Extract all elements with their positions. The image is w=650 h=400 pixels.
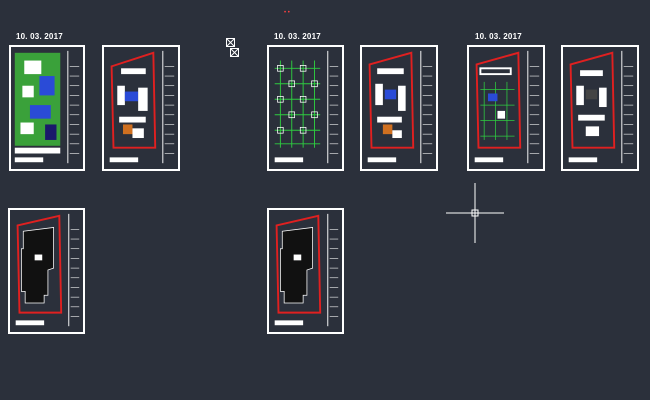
drawing-sheet-first-floor-plan[interactable] xyxy=(360,45,438,171)
drawing-sheet-ground-floor-plan[interactable] xyxy=(102,45,180,171)
crosshair-cursor-icon[interactable] xyxy=(446,183,504,243)
drawing-date-label-set-2: 10. 03. 2017 xyxy=(274,32,321,41)
drawing-date-label-set-1: 10. 03. 2017 xyxy=(16,32,63,41)
drawing-sheet-roof-plan-1[interactable] xyxy=(8,208,85,334)
drawing-date-label-set-3: 10. 03. 2017 xyxy=(475,32,522,41)
drawing-sheet-grid-overlay-plan[interactable] xyxy=(467,45,545,171)
block-insert-icon[interactable] xyxy=(230,48,239,57)
block-insert-icon[interactable] xyxy=(226,38,235,47)
drawing-sheet-structural-grid[interactable] xyxy=(267,45,344,171)
drawing-sheet-upper-floor-plan[interactable] xyxy=(561,45,639,171)
drawing-sheet-roof-plan-2[interactable] xyxy=(267,208,344,334)
drawing-sheet-site-plan[interactable] xyxy=(9,45,85,171)
red-marker: • • xyxy=(284,10,290,16)
